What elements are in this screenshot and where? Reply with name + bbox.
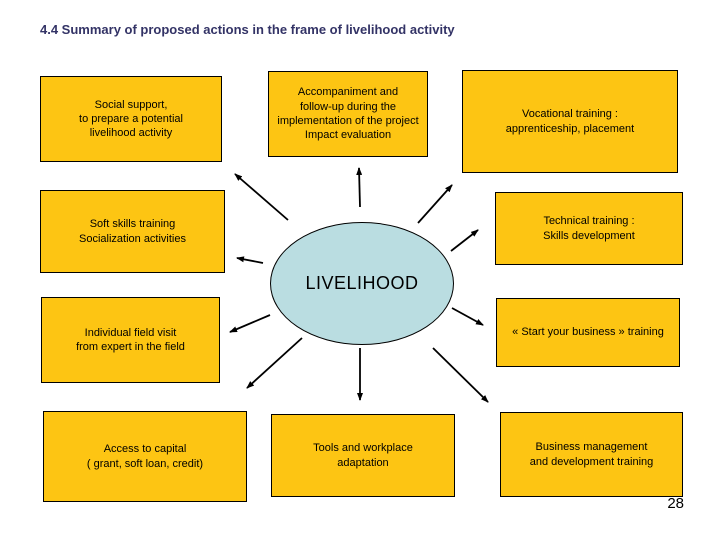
- arrow-to-access-to-capital: [246, 337, 303, 389]
- arrow-to-social-support: [234, 173, 289, 221]
- diagram-box-technical-training: Technical training : Skills development: [495, 192, 683, 265]
- diagram-box-field-visit: Individual field visit from expert in th…: [41, 297, 220, 383]
- diagram-box-vocational-training: Vocational training : apprenticeship, pl…: [462, 70, 678, 173]
- arrow-to-soft-skills: [236, 256, 264, 264]
- arrow-to-start-your-business: [451, 307, 484, 326]
- diagram-box-access-to-capital: Access to capital ( grant, soft loan, cr…: [43, 411, 247, 502]
- arrow-to-field-visit: [229, 314, 271, 333]
- diagram-box-social-support: Social support, to prepare a potential l…: [40, 76, 222, 162]
- arrow-to-accompaniment: [356, 167, 363, 208]
- livelihood-center-ellipse: LIVELIHOOD: [270, 222, 454, 345]
- arrow-to-technical-training: [450, 229, 479, 252]
- arrow-to-vocational-training: [417, 184, 453, 224]
- diagram-box-tools-workplace: Tools and workplace adaptation: [271, 414, 455, 497]
- diagram-box-start-your-business: « Start your business » training: [496, 298, 680, 367]
- slide-title: 4.4 Summary of proposed actions in the f…: [40, 22, 455, 37]
- diagram-box-soft-skills: Soft skills training Socialization activ…: [40, 190, 225, 273]
- diagram-box-business-management: Business management and development trai…: [500, 412, 683, 497]
- arrow-to-business-management: [432, 347, 489, 403]
- diagram-box-accompaniment: Accompaniment and follow-up during the i…: [268, 71, 428, 157]
- page-number: 28: [667, 495, 684, 512]
